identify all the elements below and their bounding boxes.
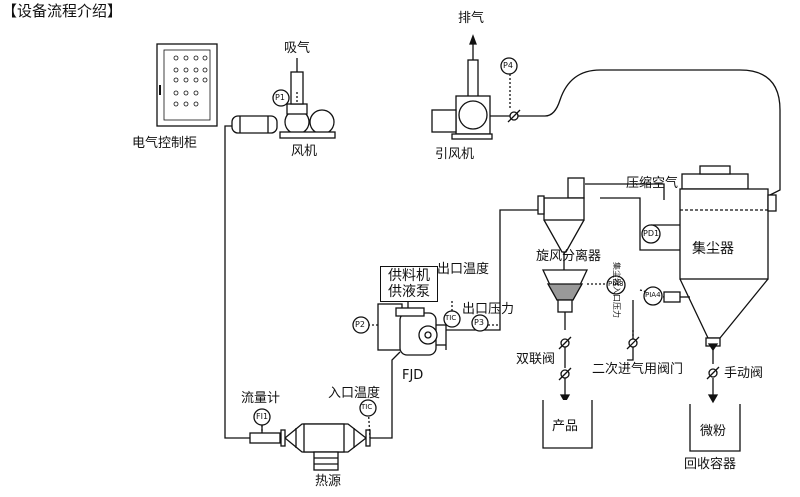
tag-tic2: TIC <box>361 403 373 411</box>
tag-pia3: PIA3 <box>608 280 624 288</box>
fine-powder-container <box>689 404 741 452</box>
label-induced-fan: 引风机 <box>435 147 475 162</box>
instrument-tic1 <box>443 310 461 328</box>
dust-collector <box>663 165 777 347</box>
instrument-p3 <box>471 314 489 332</box>
tag-p3: P3 <box>474 318 484 327</box>
control-cabinet <box>156 43 218 127</box>
tag-p1: P1 <box>275 93 285 102</box>
fjd-mill <box>377 300 447 356</box>
label-heat-source: 热源 <box>315 474 342 489</box>
tag-pia4: PIA4 <box>645 291 661 299</box>
cyclone-separator <box>537 177 589 330</box>
blower-fan <box>231 58 336 139</box>
label-flowmeter: 流量计 <box>241 391 281 406</box>
instrument-pia4 <box>643 286 663 306</box>
instrument-p4 <box>500 57 518 75</box>
label-feeder-line1: 供料机 <box>388 268 430 284</box>
tag-pd1: PD1 <box>643 229 660 238</box>
tag-p4: P4 <box>503 61 513 70</box>
instrument-pia3 <box>606 275 626 295</box>
exhaust-arrow <box>469 34 477 45</box>
instrument-p1 <box>272 89 290 107</box>
label-cyclone: 旋风分离器 <box>536 249 602 264</box>
pipe-cyclone-to-collector <box>600 197 680 251</box>
manual-valve-symbol <box>706 346 720 404</box>
instrument-pd1 <box>641 224 661 244</box>
tag-tic1: TIC <box>445 314 457 322</box>
label-fan: 风机 <box>291 144 318 159</box>
tag-fi1: FI1 <box>256 412 269 421</box>
feeder-box: 供料机 供液泵 <box>380 266 438 302</box>
label-manual-valve: 手动阀 <box>724 366 764 381</box>
label-compressed-air: 压缩空气 <box>626 176 679 191</box>
product-container <box>542 400 593 449</box>
pipe-fan-to-heater <box>224 125 250 439</box>
damper-valve <box>507 109 521 123</box>
diagram-title: 【设备流程介绍】 <box>2 2 123 20</box>
compressed-air-line <box>585 183 665 200</box>
label-double-valve: 双联阀 <box>516 352 556 367</box>
induced-fan <box>431 44 520 140</box>
label-suction: 吸气 <box>284 41 311 56</box>
pipe-fan-to-collector <box>520 69 781 196</box>
label-dust-collector: 集尘器 <box>692 241 734 257</box>
heat-source <box>280 423 371 471</box>
flowmeter <box>249 425 281 444</box>
label-outlet-temp: 出口温度 <box>437 262 490 277</box>
label-product: 产品 <box>552 419 579 434</box>
label-collector-inlet-pressure: 集尘器入口压力 <box>612 262 621 318</box>
label-recovery-container: 回收容器 <box>684 457 737 472</box>
pipe-heater-to-fjd <box>370 351 401 439</box>
label-outlet-pressure: 出口压力 <box>462 302 515 317</box>
double-valve <box>558 336 572 404</box>
label-fine-powder: 微粉 <box>700 424 727 439</box>
label-secondary-valve: 二次进气用阀门 <box>592 362 684 377</box>
label-exhaust: 排气 <box>458 11 485 26</box>
label-inlet-temp: 入口温度 <box>328 386 381 401</box>
instrument-tic2 <box>359 399 377 417</box>
secondary-air-valve <box>626 336 640 350</box>
tag-p2: P2 <box>355 320 365 329</box>
label-control-cabinet: 电气控制柜 <box>132 136 198 151</box>
label-feeder-line2: 供液泵 <box>388 284 430 300</box>
pipe-fjd-to-cyclone <box>446 209 538 331</box>
instrument-fi1 <box>253 408 271 426</box>
label-fjd: FJD <box>402 368 424 383</box>
instrument-p2 <box>352 316 370 334</box>
